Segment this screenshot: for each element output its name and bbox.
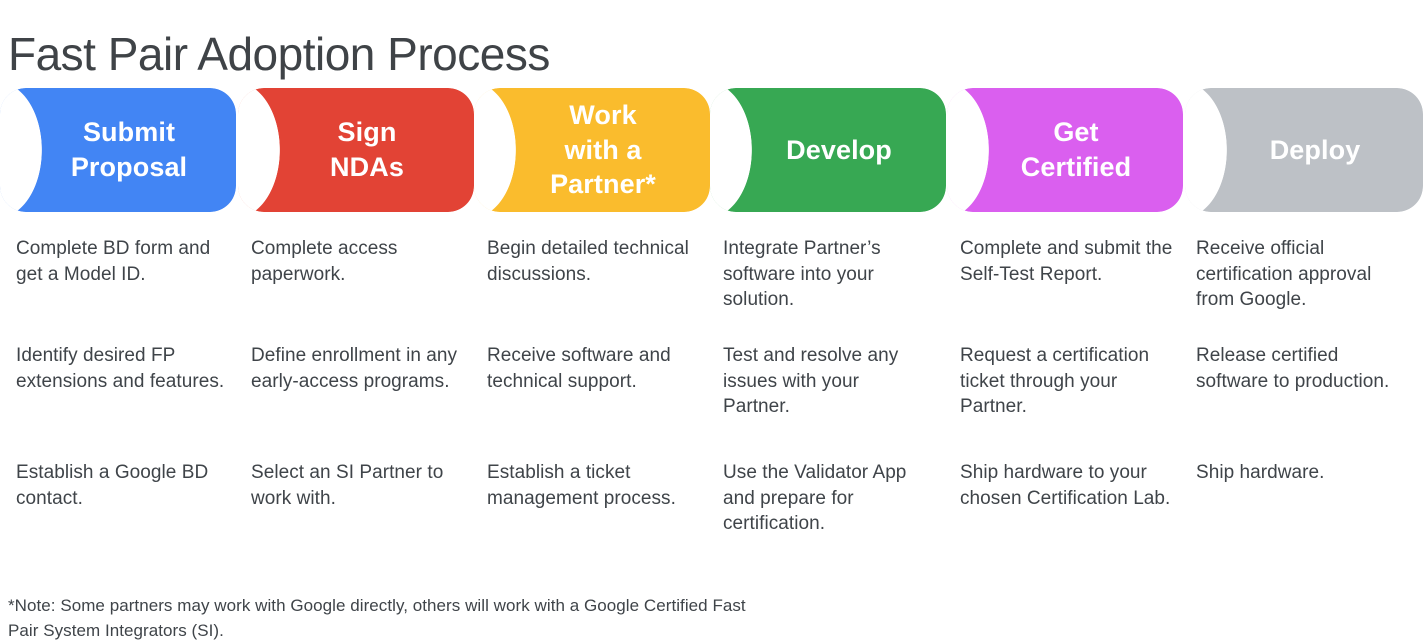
bullet-item: Ship hardware to your chosen Certificati… <box>960 462 1171 509</box>
stage-banner-label-submit-proposal: Submit Proposal <box>70 117 188 182</box>
stage-banner-shape-work-with-a-partner <box>474 88 710 212</box>
bullet-item: Use the Validator App and prepare for ce… <box>723 462 907 534</box>
stage-banner-label-get-certified: Get Certified <box>1020 117 1132 182</box>
stage-banner-shape-sign-ndas <box>238 88 474 212</box>
bullet-item: Complete access paperwork. <box>251 238 398 285</box>
stage-banner-shape-develop <box>710 88 946 212</box>
stage-banner-label-develop: Develop <box>786 134 892 165</box>
bullet-item: Integrate Partner’s software into your s… <box>723 238 881 310</box>
stage-banner-sign-ndas[interactable]: Sign NDAs <box>238 88 474 212</box>
bullet-item: Release certified software to production… <box>1196 345 1390 392</box>
column-submit-proposal: Complete BD form and get a Model ID. Iden… <box>16 236 238 566</box>
stage-banner-shape-deploy <box>1185 88 1423 212</box>
bullet-item: Identify desired FP extensions and featu… <box>16 345 225 392</box>
column-get-certified: Complete and submit the Self-Test Report… <box>960 236 1175 566</box>
stage-banner-label-work-with-a-partner: Work with a Partner* <box>550 100 656 200</box>
stage-banner-work-with-a-partner[interactable]: Work with a Partner* <box>474 88 710 212</box>
bullet-item: Define enrollment in any early-access pr… <box>251 345 458 392</box>
column-work-with-a-partner: Begin detailed technical discussions. Rec… <box>487 236 702 566</box>
bullet-item: Request a certification ticket through y… <box>960 345 1150 417</box>
process-stage-banner-row: Submit Proposal Sign NDAs Work with a Part… <box>0 88 1423 212</box>
stage-banner-label-sign-ndas: Sign NDAs <box>330 117 404 182</box>
column-sign-ndas: Complete access paperwork. Define enrollm… <box>251 236 463 566</box>
process-detail-columns: Complete BD form and get a Model ID. Iden… <box>0 236 1423 566</box>
stage-banner-deploy[interactable]: Deploy <box>1185 88 1423 212</box>
column-develop: Integrate Partner’s software into your s… <box>723 236 926 566</box>
bullet-item: Receive software and technical support. <box>487 345 671 392</box>
stage-banner-submit-proposal[interactable]: Submit Proposal <box>0 88 236 212</box>
bullet-item: Complete and submit the Self-Test Report… <box>960 238 1173 285</box>
bullet-item: Complete BD form and get a Model ID. <box>16 238 211 285</box>
bullet-item: Ship hardware. <box>1196 462 1325 483</box>
footnote-note: *Note: Some partners may work with Googl… <box>8 596 746 640</box>
bullet-item: Begin detailed technical discussions. <box>487 238 689 285</box>
bullet-item: Receive official certification approval … <box>1196 238 1372 310</box>
stage-banner-shape-get-certified <box>947 88 1183 212</box>
stage-banner-shape-submit-proposal <box>0 88 236 212</box>
column-deploy: Receive official certification approval … <box>1196 236 1401 566</box>
stage-banner-label-deploy: Deploy <box>1269 134 1361 165</box>
bullet-item: Establish a Google BD contact. <box>16 462 209 509</box>
bullet-item: Establish a ticket management process. <box>487 462 676 509</box>
page-title: Fast Pair Adoption Process <box>8 27 550 80</box>
bullet-item: Test and resolve any issues with your Pa… <box>723 345 899 417</box>
stage-banner-get-certified[interactable]: Get Certified <box>947 88 1183 212</box>
stage-banner-develop[interactable]: Develop <box>710 88 946 212</box>
bullet-item: Select an SI Partner to work with. <box>251 462 444 509</box>
